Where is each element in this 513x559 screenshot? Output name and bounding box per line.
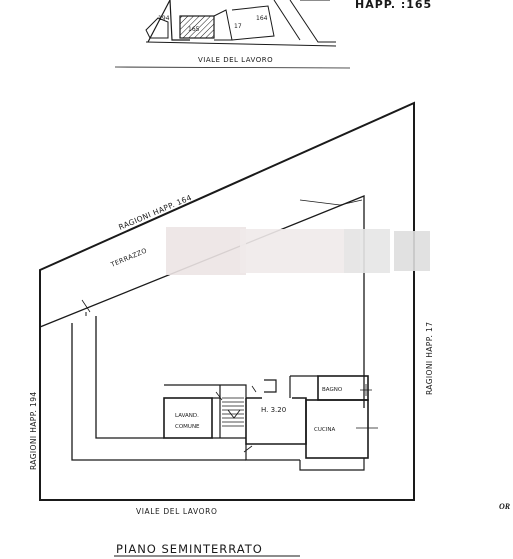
unit-number-label: 17: [234, 23, 242, 30]
plan-outline: [39, 101, 415, 501]
side-note: OR: [499, 502, 511, 511]
highlighted-unit: [179, 15, 215, 39]
header-unit-label: HAPP. :165: [355, 0, 432, 11]
unit-number-label: 165: [188, 26, 200, 33]
bathroom-label: BAGNO: [322, 387, 343, 393]
inner-wall: [39, 195, 365, 408]
caption-block: PIANO SEMINTERRATO OR: [114, 502, 511, 557]
unit-number-label: 194: [158, 15, 170, 22]
boundary-label-left: RAGIONI HAPP. 194: [29, 391, 38, 470]
boundary-label-top: RAGIONI HAPP. 164: [117, 193, 193, 232]
laundry-room: [163, 397, 213, 439]
main-room: [245, 397, 307, 445]
unit-number-label: 164: [256, 15, 268, 22]
stairs: [222, 397, 244, 427]
terrace-label: TERRAZZO: [109, 246, 149, 269]
kitchen: [305, 399, 369, 459]
inner-wall: [71, 323, 246, 461]
laundry-label: LAVAND.: [175, 413, 199, 419]
room-height-label: H. 3.20: [261, 406, 286, 414]
property-boundary: [39, 101, 415, 501]
site-map-inset: 194 165 17 164 VIALE DEL LAVORO HAPP. :1…: [114, 0, 432, 69]
inset-street-label: VIALE DEL LAVORO: [198, 56, 273, 64]
laundry-label-second-line: COMUNE: [175, 424, 200, 430]
inner-wall: [95, 316, 164, 439]
redaction-band: [166, 227, 430, 275]
rooms: [81, 299, 378, 471]
drawing-caption: PIANO SEMINTERRATO: [116, 542, 263, 556]
kitchen-label: CUCINA: [314, 427, 335, 433]
boundary-label-right: RAGIONI HAPP. 17: [425, 322, 434, 395]
street-label: VIALE DEL LAVORO: [136, 507, 217, 516]
